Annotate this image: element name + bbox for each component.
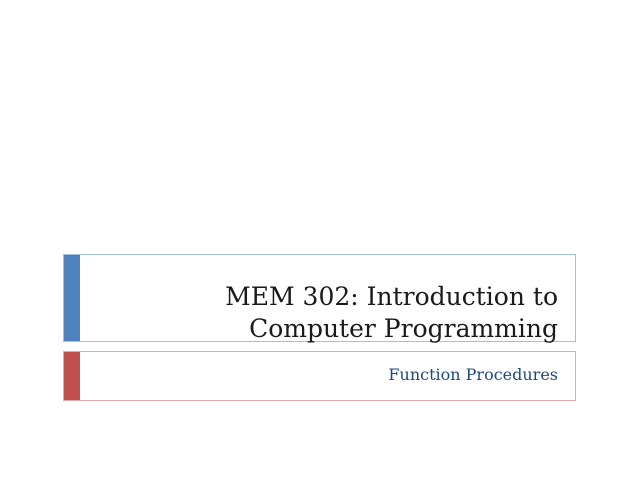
subtitle-accent-bar bbox=[64, 352, 80, 400]
title-line-1: MEM 302: Introduction to bbox=[225, 282, 558, 311]
title-placeholder[interactable]: MEM 302: Introduction to Computer Progra… bbox=[63, 254, 576, 345]
subtitle-placeholder[interactable]: Function Procedures bbox=[63, 351, 576, 401]
title-accent-bar bbox=[64, 255, 80, 341]
slide-subtitle: Function Procedures bbox=[388, 365, 558, 384]
slide-title: MEM 302: Introduction to Computer Progra… bbox=[225, 281, 558, 345]
title-line-2: Computer Programming bbox=[249, 314, 558, 343]
